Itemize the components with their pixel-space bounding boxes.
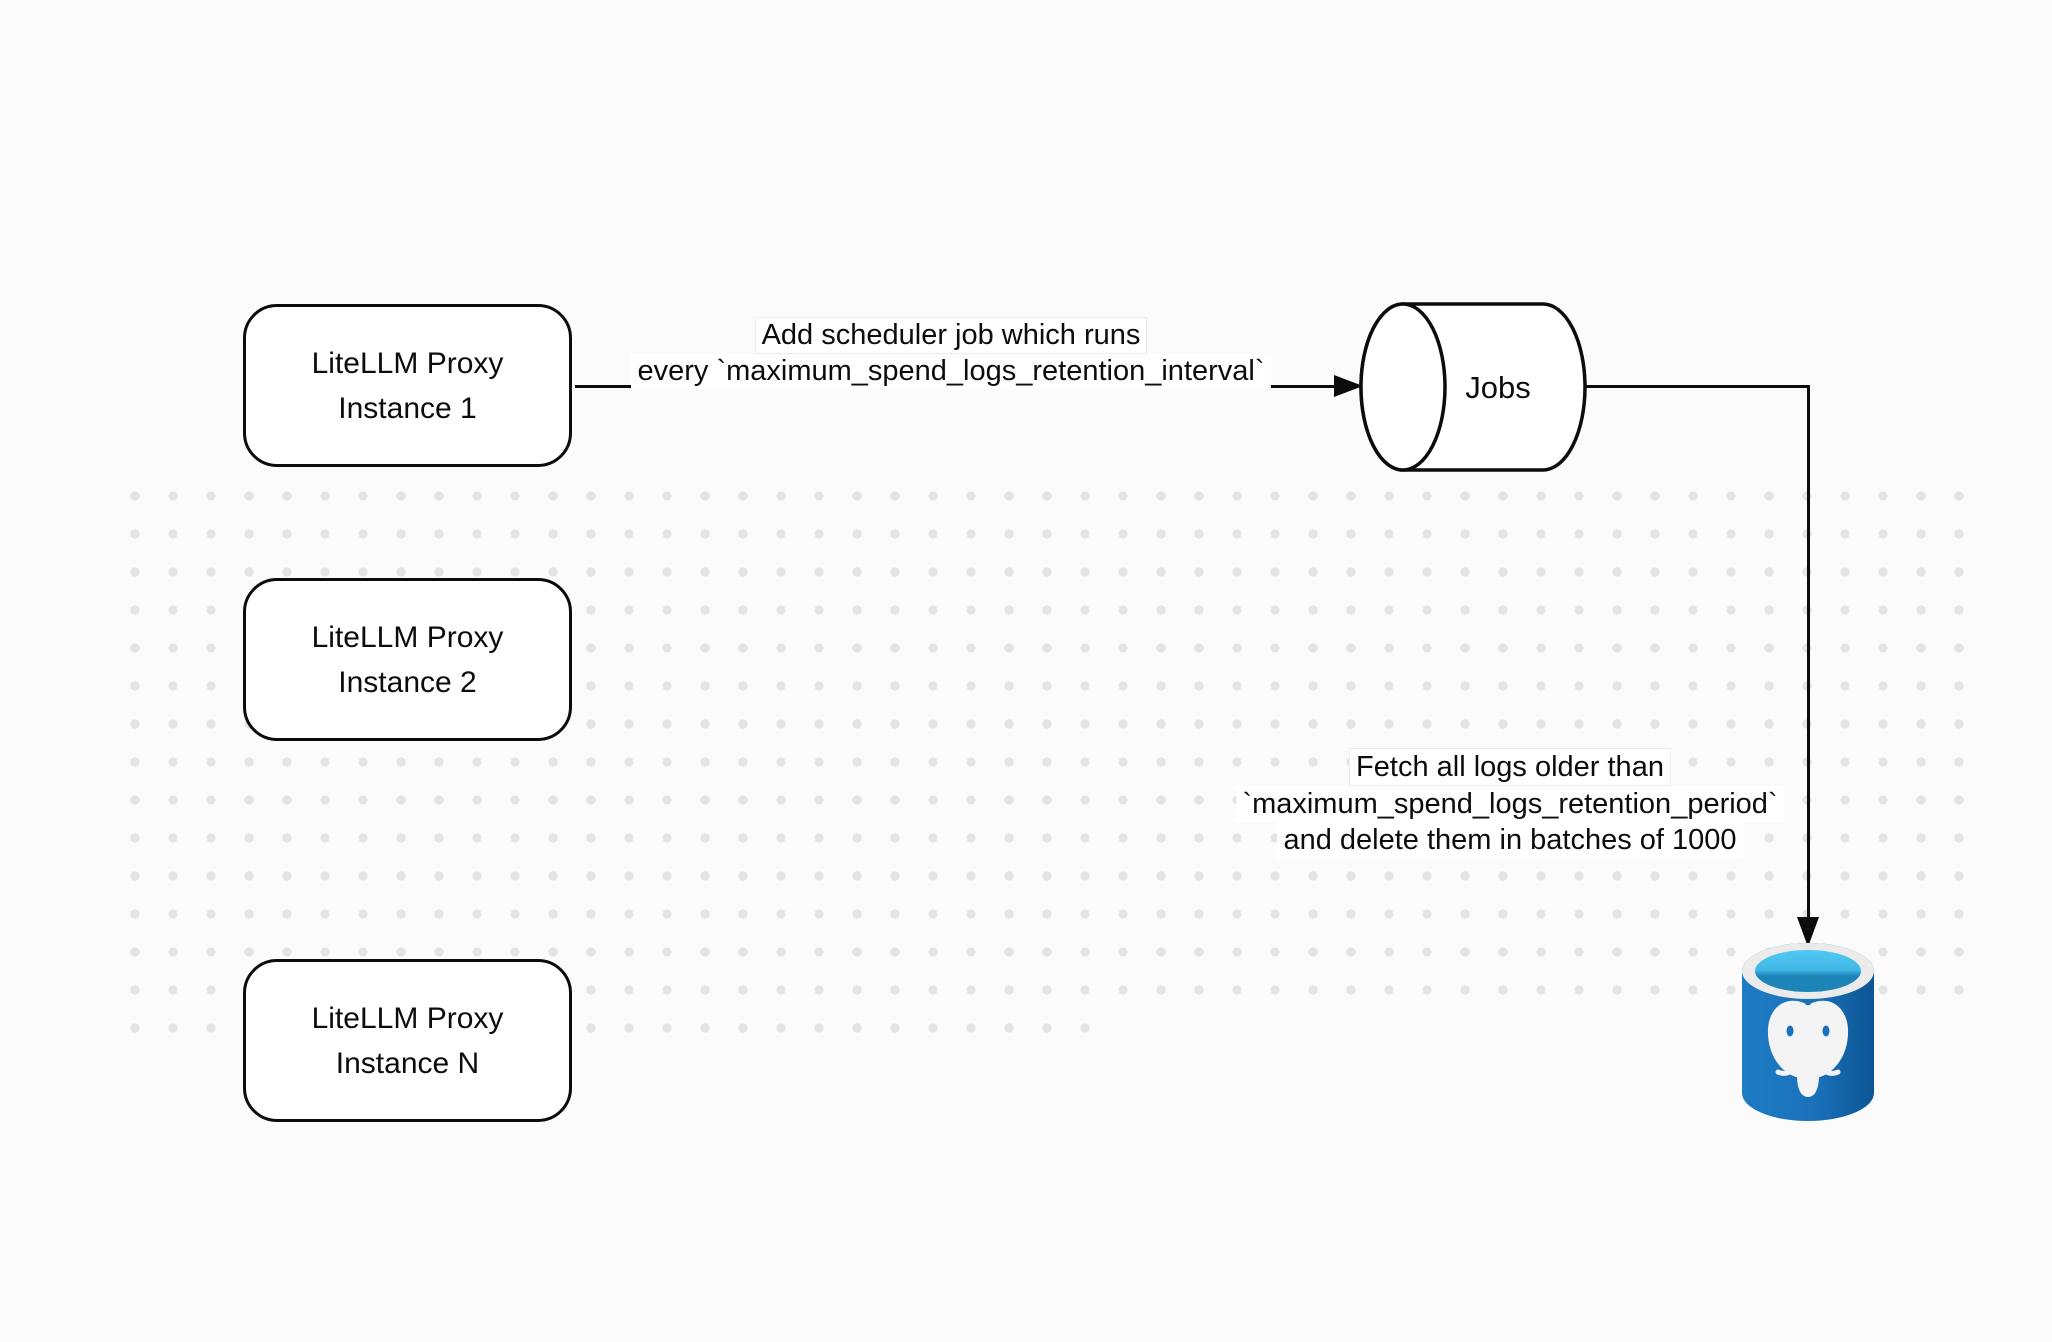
arrowhead-into-jobs-icon [1334, 375, 1363, 397]
postgres-cylinder-opening [1755, 950, 1861, 992]
dot-grid-background [116, 477, 1977, 1010]
node-label-line: LiteLLM Proxy [311, 620, 504, 654]
jobs-label: Jobs [1465, 370, 1530, 405]
jobs-cylinder-cap [1359, 302, 1447, 472]
edge-jobs-horizontal [1583, 385, 1809, 388]
edge-label-line: Add scheduler job which runs [754, 317, 1148, 354]
edge-label-fetch-delete: Fetch all logs older than `maximum_spend… [1162, 748, 1858, 858]
edge-label-line: and delete them in batches of 1000 [1277, 822, 1743, 858]
arrowhead-into-postgres-icon [1797, 917, 1819, 947]
edge-label-line: every `maximum_spend_logs_retention_inte… [631, 354, 1271, 389]
edge-jobs-to-postgres-vertical [1807, 385, 1810, 918]
postgres-elephant-logo [1767, 1000, 1849, 1097]
node-litellm-proxy-instance-2: LiteLLM Proxy Instance 2 [243, 578, 572, 741]
node-litellm-proxy-instance-1: LiteLLM Proxy Instance 1 [243, 304, 572, 467]
node-label-line: LiteLLM Proxy [311, 346, 504, 380]
edge-label-scheduler: Add scheduler job which runs every `maxi… [598, 317, 1304, 389]
postgresql-database-icon [1742, 943, 1874, 1121]
node-jobs-queue: Jobs [1359, 302, 1587, 472]
edge-label-line: `maximum_spend_logs_retention_period` [1236, 786, 1784, 822]
edge-label-line: Fetch all logs older than [1349, 748, 1671, 786]
node-label-line: LiteLLM Proxy [311, 1001, 504, 1035]
node-label-line: Instance 1 [338, 391, 477, 425]
node-litellm-proxy-instance-n: LiteLLM Proxy Instance N [243, 959, 572, 1122]
node-label-line: Instance N [335, 1046, 480, 1080]
node-label-line: Instance 2 [338, 665, 477, 699]
